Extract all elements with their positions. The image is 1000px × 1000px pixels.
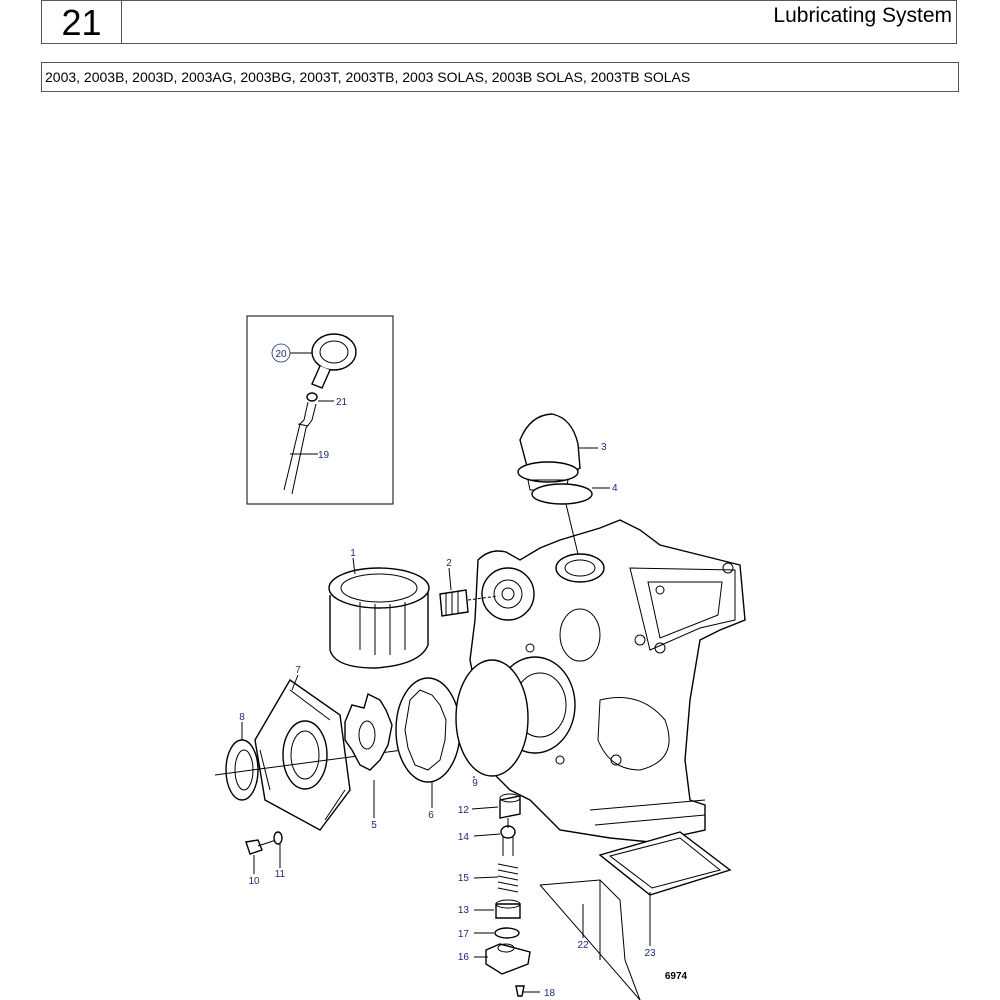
callout-18: 18 bbox=[544, 988, 556, 999]
callout-21: 21 bbox=[336, 397, 348, 408]
timing-cover-housing bbox=[469, 519, 746, 843]
callout-17: 17 bbox=[458, 929, 470, 940]
callout-23: 23 bbox=[644, 948, 656, 959]
callout-8: 8 bbox=[239, 712, 245, 723]
callout-15: 15 bbox=[458, 873, 470, 884]
callout-10: 10 bbox=[248, 876, 260, 887]
callout-7: 7 bbox=[295, 665, 301, 676]
header: 21 Lubricating System bbox=[41, 0, 957, 44]
sump-gasket bbox=[598, 831, 732, 896]
callout-9: 9 bbox=[472, 778, 478, 789]
filter-nipple bbox=[439, 589, 499, 617]
model-list: 2003, 2003B, 2003D, 2003AG, 2003BG, 2003… bbox=[41, 62, 959, 92]
cover-bolt bbox=[245, 839, 277, 855]
callout-12: 12 bbox=[458, 805, 470, 816]
filler-cap-seal bbox=[531, 483, 593, 505]
pump-cover bbox=[254, 678, 351, 831]
valve-piston bbox=[500, 825, 516, 856]
callout-19: 19 bbox=[318, 450, 330, 461]
section-title: Lubricating System bbox=[773, 4, 952, 27]
figure-number: 6974 bbox=[665, 971, 688, 982]
valve-plug bbox=[485, 943, 531, 975]
callout-22: 22 bbox=[577, 940, 589, 951]
callouts: 1 2 3 4 5 6 7 8 9 10 11 12 13 14 15 16 1… bbox=[239, 343, 688, 999]
callout-2: 2 bbox=[446, 558, 452, 569]
oil-filler-cap bbox=[517, 413, 581, 491]
callout-4: 4 bbox=[612, 483, 618, 494]
oil-sump bbox=[539, 879, 641, 1000]
dipstick-inset bbox=[246, 315, 394, 505]
callout-20: 20 bbox=[275, 349, 287, 360]
callout-13: 13 bbox=[458, 905, 470, 916]
spring-seat bbox=[495, 899, 521, 919]
callout-11: 11 bbox=[275, 869, 286, 880]
o-ring bbox=[455, 659, 529, 777]
callout-14: 14 bbox=[458, 832, 470, 843]
inner-rotor bbox=[344, 692, 393, 771]
valve-o-ring bbox=[494, 927, 520, 939]
callout-1: 1 bbox=[350, 548, 356, 559]
valve-sleeve bbox=[499, 793, 521, 819]
outer-rotor bbox=[395, 677, 461, 783]
valve-spring bbox=[497, 863, 519, 893]
oil-filter bbox=[328, 567, 430, 669]
callout-5: 5 bbox=[371, 820, 377, 831]
section-number: 21 bbox=[42, 1, 122, 43]
callout-6: 6 bbox=[428, 810, 434, 821]
plug-screw bbox=[515, 985, 525, 997]
leader-lines bbox=[241, 352, 651, 993]
callout-3: 3 bbox=[601, 442, 607, 453]
callout-16: 16 bbox=[458, 952, 470, 963]
cover-washer bbox=[273, 831, 283, 845]
callout-20-circle: 20 bbox=[271, 343, 291, 363]
